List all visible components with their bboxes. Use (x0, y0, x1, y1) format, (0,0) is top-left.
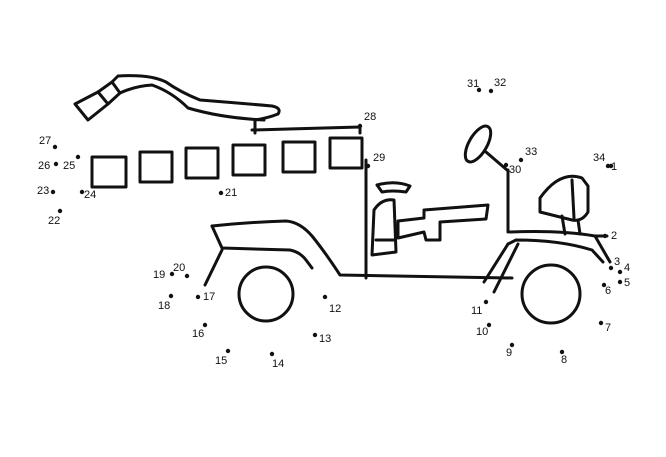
dot-label-33: 33 (525, 146, 537, 158)
dot-12 (322, 294, 328, 300)
dot-label-22: 22 (48, 215, 60, 227)
front-wheel (520, 263, 582, 325)
dot-2 (602, 233, 608, 239)
dot-22 (57, 208, 63, 214)
dot-18 (168, 293, 174, 299)
dot-32 (488, 88, 494, 94)
dot-label-13: 13 (319, 333, 331, 345)
rear-wheel (237, 265, 295, 323)
dot-29 (365, 163, 371, 169)
ladder-rung-box (328, 136, 364, 170)
dot-label-20: 20 (173, 262, 185, 274)
headlight (538, 174, 590, 236)
dot-23 (50, 189, 56, 195)
dot-label-24: 24 (84, 189, 96, 201)
dot-label-2: 2 (611, 230, 617, 242)
dot-label-28: 28 (364, 111, 376, 123)
dot-17 (195, 294, 201, 300)
dot-label-19: 19 (153, 269, 165, 281)
dot-label-6: 6 (605, 285, 611, 297)
dot-34 (608, 163, 614, 169)
dot-label-21: 21 (225, 187, 237, 199)
dot-label-29: 29 (373, 152, 385, 164)
dot-3 (608, 265, 614, 271)
dot-21 (218, 190, 224, 196)
driver-seat (370, 181, 412, 257)
dot-label-4: 4 (624, 262, 630, 274)
dot-label-14: 14 (272, 358, 284, 370)
dot-label-3: 3 (614, 256, 620, 268)
dot-25 (75, 154, 81, 160)
dot-16 (202, 322, 208, 328)
dot-label-7: 7 (605, 322, 611, 334)
dot-label-9: 9 (506, 347, 512, 359)
dot-10 (486, 322, 492, 328)
dot-label-32: 32 (494, 77, 506, 89)
driver-arm (396, 203, 490, 242)
dot-31 (476, 87, 482, 93)
dot-label-34: 34 (593, 152, 605, 164)
dot-label-12: 12 (329, 303, 341, 315)
dot-label-27: 27 (39, 135, 51, 147)
dot-label-26: 26 (38, 160, 50, 172)
ladder-rung-box (231, 143, 267, 177)
dot-label-23: 23 (37, 185, 49, 197)
dot-5 (617, 279, 623, 285)
dot-27 (52, 144, 58, 150)
dot-label-10: 10 (476, 326, 488, 338)
dot-13 (312, 332, 318, 338)
dot-4 (617, 269, 623, 275)
dot-label-18: 18 (158, 300, 170, 312)
steering-wheel (463, 124, 509, 172)
dot-7 (598, 320, 604, 326)
dot-label-5: 5 (624, 277, 630, 289)
dot-24 (79, 189, 85, 195)
ladder-rung-box (138, 150, 174, 184)
dot-11 (483, 299, 489, 305)
ladder-rung-box (281, 140, 317, 174)
dot-26 (53, 161, 59, 167)
ladder-rung-box (184, 146, 220, 180)
dot-33 (518, 157, 524, 163)
dot-14 (269, 351, 275, 357)
dot-30 (503, 162, 509, 168)
hose (110, 74, 362, 135)
dot-label-11: 11 (471, 305, 482, 317)
truck-body (203, 158, 612, 294)
ladder (90, 136, 364, 189)
dot-20 (184, 273, 190, 279)
dot-8 (559, 349, 565, 355)
ladder-rung-box (90, 155, 128, 189)
dot-label-31: 31 (467, 78, 479, 90)
dot-6 (601, 282, 607, 288)
dot-19 (169, 271, 175, 277)
dot-label-15: 15 (215, 355, 227, 367)
dot-label-8: 8 (561, 354, 567, 366)
dot-9 (509, 342, 515, 348)
dot-15 (225, 348, 231, 354)
dot-28 (357, 123, 363, 129)
nozzle (73, 80, 122, 122)
dot-label-1: 1 (611, 161, 617, 173)
dot-label-30: 30 (509, 164, 521, 176)
dot-label-25: 25 (63, 160, 75, 172)
dot-label-16: 16 (192, 328, 204, 340)
dot-label-17: 17 (203, 291, 215, 303)
